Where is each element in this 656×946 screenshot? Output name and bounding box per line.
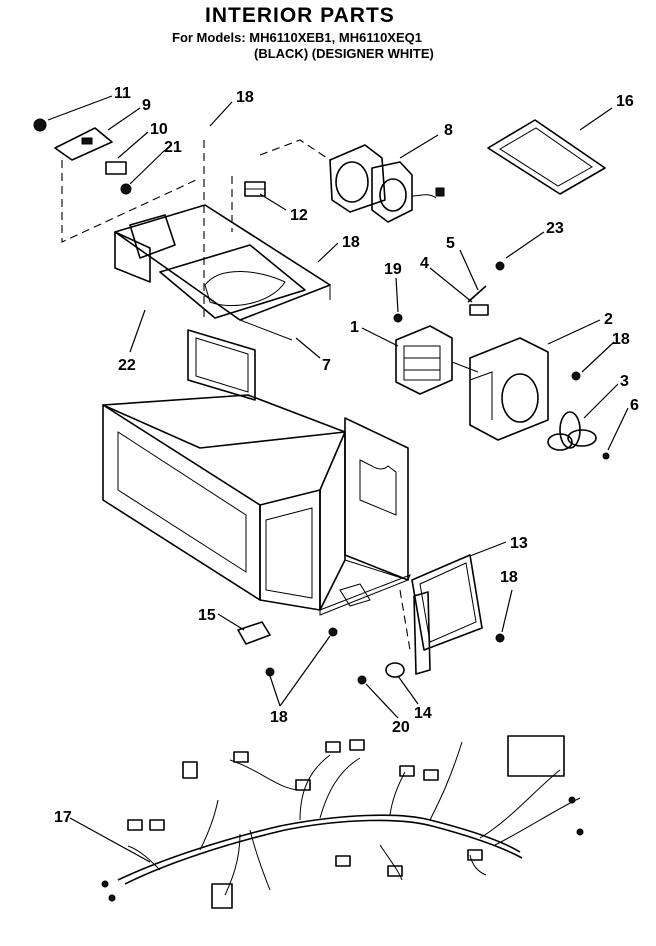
callout-21: 21 — [164, 139, 182, 156]
door-seal-part-13 — [411, 554, 505, 675]
callout-2: 2 — [604, 311, 613, 328]
callout-18: 18 — [500, 569, 518, 586]
connector-part-12 — [244, 181, 266, 197]
fan-motor-part-1 — [395, 325, 479, 395]
callout-5: 5 — [446, 235, 455, 252]
callout-4: 4 — [420, 255, 429, 272]
page-title: INTERIOR PARTS — [205, 4, 395, 27]
callout-18: 18 — [612, 331, 630, 348]
callout-20: 20 — [392, 719, 410, 736]
callout-3: 3 — [620, 373, 629, 390]
model-numbers: For Models: MH6110XEB1, MH6110XEQ1 — [172, 30, 422, 45]
callout-16: 16 — [616, 93, 634, 110]
callout-23: 23 — [546, 220, 564, 237]
callout-11: 11 — [114, 85, 131, 102]
callout-14: 14 — [414, 705, 432, 722]
small-hardware-parts-4-5-19-23 — [393, 261, 505, 323]
waveguide-assembly-part-7 — [114, 204, 331, 341]
callout-18: 18 — [342, 234, 360, 251]
fan-housing-part-2 — [469, 337, 581, 441]
callout-13: 13 — [510, 535, 528, 552]
callout-17: 17 — [54, 809, 72, 826]
callout-12: 12 — [290, 207, 308, 224]
callout-18: 18 — [236, 89, 254, 106]
callout-8: 8 — [444, 122, 453, 139]
cavity-frame — [102, 329, 411, 616]
bracket-cluster-parts-9-10-11-21 — [33, 118, 132, 195]
wiring-harness-part-17 — [101, 735, 584, 909]
callout-18: 18 — [270, 709, 288, 726]
blower-motor-part-8 — [329, 144, 445, 223]
callout-labels: 11 9 10 21 18 8 16 12 18 23 5 4 19 22 7 … — [54, 85, 639, 826]
callout-1: 1 — [350, 319, 359, 336]
switch-parts-14-15-20 — [237, 621, 405, 685]
callout-19: 19 — [384, 261, 402, 278]
diagram-header: INTERIOR PARTS For Models: MH6110XEB1, M… — [0, 0, 656, 70]
callout-10: 10 — [150, 121, 168, 138]
callout-15: 15 — [198, 607, 216, 624]
callout-22: 22 — [118, 357, 136, 374]
model-colors: (BLACK) (DESIGNER WHITE) — [254, 46, 434, 61]
callout-6: 6 — [630, 397, 639, 414]
callout-7: 7 — [322, 357, 331, 374]
leader-lines — [47, 95, 629, 863]
callout-9: 9 — [142, 97, 151, 114]
grease-filter-part-16 — [487, 119, 606, 195]
fan-blade-part-3 — [547, 411, 610, 460]
